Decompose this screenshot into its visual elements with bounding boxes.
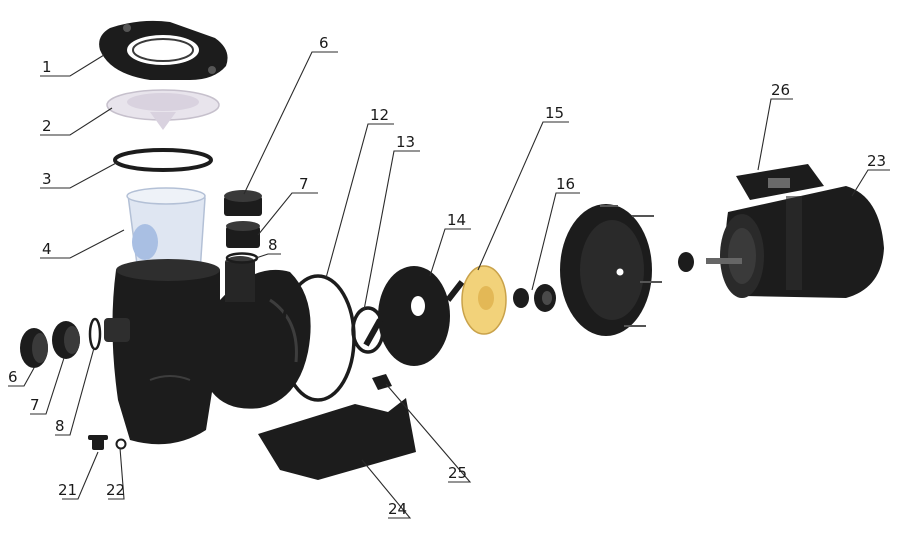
callout-13: 13 (396, 133, 415, 151)
callout-8-lower: 8 (55, 417, 65, 435)
inlet-tail-piece (52, 321, 80, 359)
callout-22: 22 (106, 481, 125, 499)
callout-6-upper: 6 (319, 34, 329, 52)
lid-clamp-ring (99, 20, 228, 80)
callout-labels: 1 2 3 4 6 7 8 12 13 14 15 16 26 23 6 7 8… (8, 34, 886, 518)
pump-housing (104, 256, 311, 445)
outlet-tail-piece (226, 221, 260, 248)
callout-7-upper: 7 (299, 175, 309, 193)
terminal-box (736, 164, 824, 200)
callout-8-upper: 8 (268, 236, 278, 254)
callout-1: 1 (42, 58, 52, 76)
impeller (461, 265, 507, 335)
callout-15: 15 (545, 104, 564, 122)
callout-4: 4 (42, 240, 52, 258)
callout-16: 16 (556, 175, 575, 193)
pump-base-foot (258, 398, 416, 480)
callout-14: 14 (447, 211, 466, 229)
diffuser (363, 266, 465, 366)
mechanical-seal (513, 284, 556, 312)
callout-6-lower: 6 (8, 368, 18, 386)
inlet-o-ring (88, 317, 102, 351)
callout-3: 3 (42, 170, 52, 188)
callout-23: 23 (867, 152, 886, 170)
motor (706, 186, 884, 298)
callout-25: 25 (448, 464, 467, 482)
lid-o-ring (113, 148, 213, 172)
callout-2: 2 (42, 117, 52, 135)
drain-plug (88, 435, 108, 450)
shaft-washer (678, 252, 694, 272)
callout-12: 12 (370, 106, 389, 124)
callout-7-lower: 7 (30, 396, 40, 414)
transparent-lid (106, 89, 220, 130)
seal-plate (560, 204, 662, 336)
drain-plug-o-ring (115, 438, 127, 450)
strainer-basket (126, 187, 206, 278)
callout-26: 26 (771, 81, 790, 99)
leader-lines (8, 51, 890, 519)
inlet-union-nut (20, 328, 48, 368)
callout-21: 21 (58, 481, 77, 499)
outlet-union-nut (224, 190, 262, 216)
callout-24: 24 (388, 500, 407, 518)
